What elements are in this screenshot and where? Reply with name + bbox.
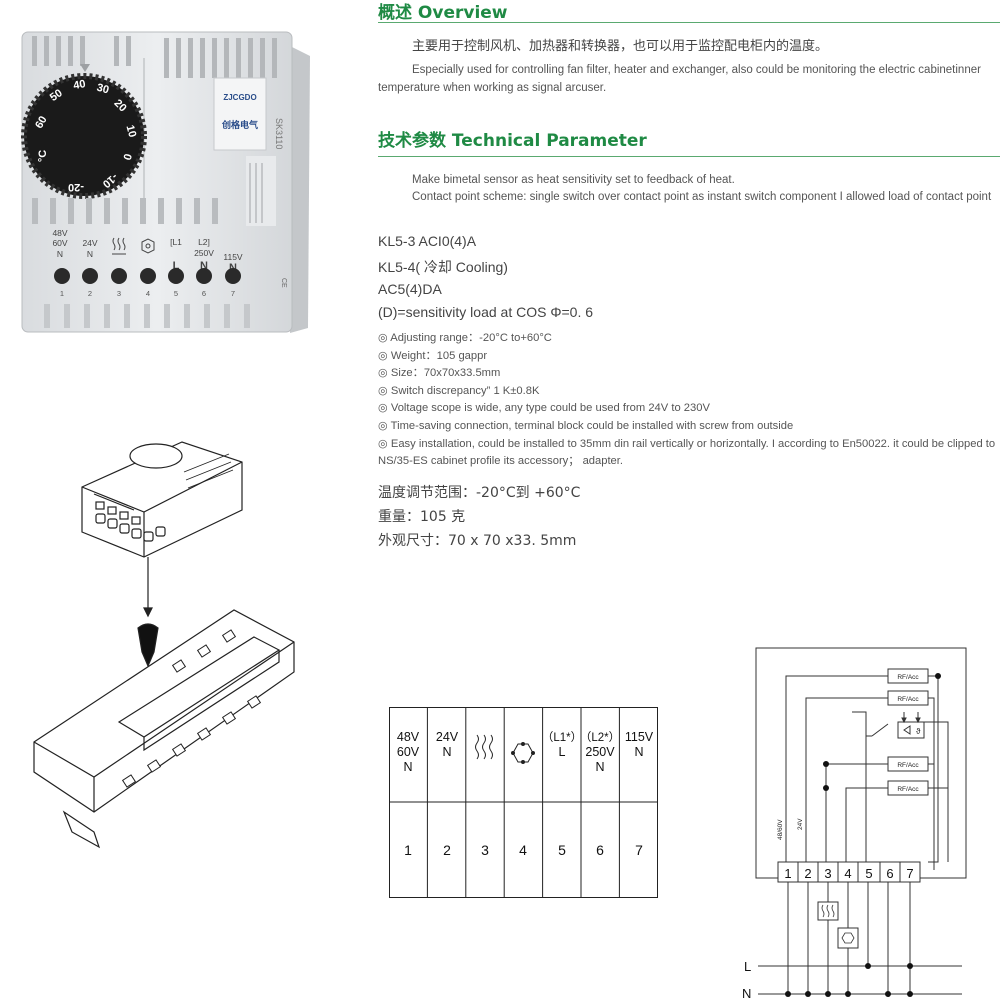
ac5-rating: AC5(4)DA — [378, 281, 442, 297]
svg-text:60V: 60V — [52, 238, 67, 248]
overview-cn-text: 主要用于控制风机、加热器和转换器，也可以用于监控配电柜内的温度。 — [412, 38, 829, 53]
rf-acc-box: RF/Acc — [897, 762, 919, 769]
dial-number: 50 — [48, 87, 65, 104]
table-header-cell: 115V — [625, 730, 654, 744]
dial-number: 10 — [124, 124, 139, 139]
svg-text:L: L — [173, 260, 180, 272]
dial-number: 40 — [72, 78, 86, 92]
dial-number: °C — [37, 150, 49, 162]
svg-text:4: 4 — [146, 289, 150, 298]
technical-title: 技术参数 Technical Parameter — [378, 131, 647, 151]
dial-number: -20 — [68, 181, 84, 193]
cn-size: 外观尺寸：70 x 70 x33. 5mm — [378, 533, 577, 549]
spec-item: ◎ Size：70x70x33.5mm — [378, 367, 501, 380]
overview-rule — [378, 22, 1000, 23]
table-number-cell: 7 — [635, 842, 643, 858]
table-header-cell: （L1*） — [542, 731, 582, 744]
svg-text:N: N — [229, 262, 237, 274]
line-n-label: N — [742, 986, 751, 998]
cn-range: 温度调节范围：-20°C到 +60°C — [378, 485, 581, 501]
terminal-screws — [54, 268, 241, 284]
table-header-cell: （L2*） — [580, 731, 620, 744]
rf-acc-box: RF/Acc — [897, 696, 919, 703]
rf-acc-box: RF/Acc — [897, 786, 919, 793]
technical-line1: Make bimetal sensor as heat sensitivity … — [412, 174, 735, 186]
overview-en-text: Especially used for controlling fan filt… — [378, 64, 981, 94]
brand-logo: ZJCGDO — [223, 93, 256, 102]
wiring-terminal: 6 — [886, 866, 893, 881]
svg-text:115V: 115V — [223, 252, 243, 262]
rf-acc-box: RF/Acc — [897, 674, 919, 681]
heater-icon — [475, 734, 493, 760]
din-rail-mounting-illustration — [33, 441, 295, 849]
table-number-cell: 5 — [558, 842, 566, 858]
spec-item: ◎ Weight：105 gappr — [378, 349, 488, 362]
dial-number: 0 — [120, 152, 133, 161]
table-number-cell: 1 — [404, 842, 412, 858]
fan-icon — [511, 742, 535, 764]
brand-cn: 创格电气 — [221, 119, 258, 130]
voltage-label: 24V — [797, 818, 804, 830]
terminal-table: 48V 60V N 24V N （L1*） L （L2*） 250V N 115… — [389, 707, 658, 898]
table-number-cell: 3 — [481, 842, 489, 858]
svg-text:250V: 250V — [194, 248, 214, 258]
table-header-cell: 48V — [397, 730, 420, 744]
svg-text:N: N — [442, 745, 451, 759]
spec-item: ◎ Easy installation, could be installed … — [378, 437, 996, 468]
svg-text:250V: 250V — [585, 745, 615, 759]
overview-title: 概述 Overview — [378, 3, 508, 23]
svg-text:3: 3 — [117, 289, 121, 298]
svg-text:7: 7 — [231, 289, 235, 298]
wiring-diagram: RF/Acc RF/Acc RF/Acc RF/Acc ϑ 1 2 3 4 5 … — [742, 647, 967, 998]
voltage-label: 48/60V — [777, 819, 784, 840]
svg-text:1: 1 — [60, 289, 64, 298]
svg-text:24V: 24V — [82, 238, 97, 248]
spec-item: ◎ Voltage scope is wide, any type could … — [378, 402, 710, 415]
svg-text:N: N — [57, 249, 63, 259]
svg-text:6: 6 — [202, 289, 206, 298]
spec-item: ◎ Adjusting range：-20°C to+60°C — [378, 332, 552, 344]
svg-text:48V: 48V — [52, 228, 67, 238]
svg-text:2: 2 — [88, 289, 92, 298]
cn-weight: 重量：105 克 — [378, 509, 466, 525]
svg-text:ϑ: ϑ — [916, 727, 921, 736]
svg-text:N: N — [403, 760, 412, 774]
svg-text:N: N — [87, 249, 93, 259]
dial-number: 60 — [33, 114, 50, 131]
bimetal-sensor-icon: ϑ — [897, 712, 925, 739]
line-l-label: L — [744, 959, 751, 974]
svg-text:N: N — [634, 745, 643, 759]
dial-number: 30 — [95, 82, 110, 97]
svg-text:N: N — [200, 260, 208, 272]
spec-item: ◎ Switch discrepancy” 1 K±0.8K — [378, 384, 540, 397]
wiring-terminal: 5 — [865, 866, 872, 881]
table-header-cell: 24V — [436, 730, 459, 744]
bracket-label: L2] — [198, 237, 210, 247]
sensitivity-line: (D)=sensitivity load at COS Φ=0. 6 — [378, 304, 594, 320]
svg-text:60V: 60V — [397, 745, 420, 759]
table-number-cell: 4 — [519, 842, 527, 858]
wiring-terminal: 1 — [784, 866, 791, 881]
model-number: SK3110 — [274, 118, 284, 149]
svg-text:N: N — [595, 760, 604, 774]
svg-text:L: L — [559, 745, 566, 759]
table-number-cell: 6 — [596, 842, 604, 858]
table-number-cell: 2 — [443, 842, 451, 858]
wiring-terminal: 2 — [804, 866, 811, 881]
kl53-rating: KL5-3 ACI0(4)A — [378, 233, 477, 249]
spec-item: ◎ Time-saving connection, terminal block… — [378, 419, 794, 432]
thermostat-product-image: 60 50 40 30 20 10 0 -10 -20 °C ZJCGDO 创格… — [21, 31, 310, 333]
svg-text:5: 5 — [174, 289, 178, 298]
technical-rule — [378, 156, 1000, 157]
svg-text:CE: CE — [280, 278, 287, 288]
kl54-rating: KL5-4( 冷却 Cooling) — [378, 259, 508, 275]
wiring-terminal: 4 — [844, 866, 851, 881]
temperature-dial — [24, 76, 144, 196]
wiring-terminal: 3 — [824, 866, 831, 881]
bracket-label: [L1 — [170, 237, 182, 247]
spec-list: ◎ Adjusting range：-20°C to+60°C ◎ Weight… — [378, 330, 1000, 471]
technical-line2: Contact point scheme: single switch over… — [412, 191, 992, 203]
wiring-terminal: 7 — [906, 866, 913, 881]
